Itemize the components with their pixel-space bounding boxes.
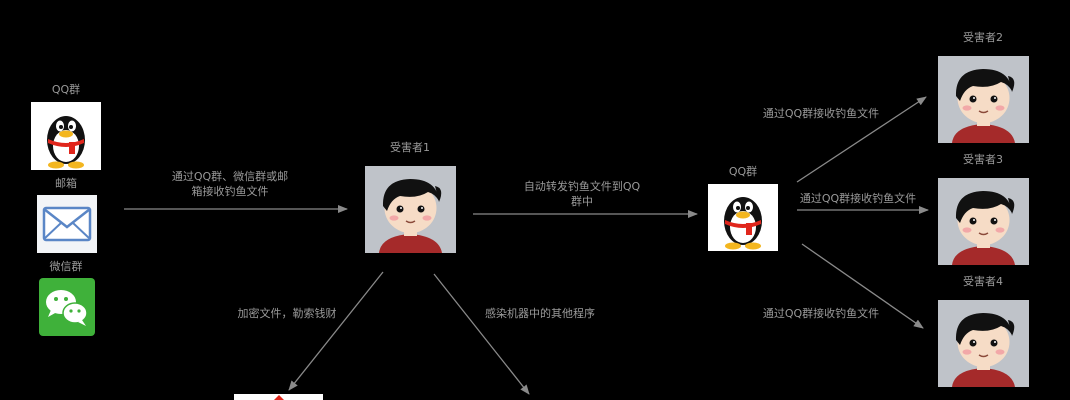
- edge-label-forward-line1: 自动转发钓鱼文件到QQ: [523, 180, 641, 193]
- ransom-result-image: [234, 394, 323, 400]
- qq-penguin-icon: [708, 184, 778, 251]
- cartoon-person-avatar-icon: [365, 166, 456, 253]
- victim3-label: 受害者3: [963, 153, 1003, 166]
- arrow-victim1-infect: [433, 273, 530, 395]
- victim2-label: 受害者2: [963, 31, 1003, 44]
- victim4-label: 受害者4: [963, 275, 1003, 288]
- victim1-label: 受害者1: [390, 141, 430, 154]
- edge-label-forward-line2: 群中: [571, 195, 593, 208]
- edge-label-receive-line1: 通过QQ群、微信群或邮: [171, 170, 289, 183]
- cartoon-person-avatar-icon: [938, 178, 1029, 265]
- edge-label-to-victim3: 通过QQ群接收钓鱼文件: [799, 192, 917, 205]
- edge-label-receive-line2: 箱接收钓鱼文件: [191, 185, 269, 198]
- cartoon-person-avatar-icon: [938, 56, 1029, 143]
- edge-label-to-victim4: 通过QQ群接收钓鱼文件: [762, 307, 880, 320]
- cartoon-person-avatar-icon: [938, 300, 1029, 387]
- edge-label-infect: 感染机器中的其他程序: [485, 307, 595, 320]
- edge-label-to-victim2: 通过QQ群接收钓鱼文件: [762, 107, 880, 120]
- envelope-icon: [37, 195, 97, 253]
- qq-source-label: QQ群: [51, 83, 81, 96]
- wechat-icon: [39, 278, 95, 336]
- arrow-qq-group-to-victim4: [801, 243, 924, 329]
- qq-relay-label: QQ群: [728, 165, 758, 178]
- arrow-qq-group-to-victim2: [796, 96, 927, 183]
- edge-label-encrypt: 加密文件，勒索钱财: [237, 307, 337, 320]
- qq-penguin-icon: [31, 102, 101, 170]
- arrow-victim1-encrypt: [288, 271, 384, 391]
- mail-source-label: 邮箱: [55, 177, 77, 190]
- wechat-source-label: 微信群: [49, 260, 83, 273]
